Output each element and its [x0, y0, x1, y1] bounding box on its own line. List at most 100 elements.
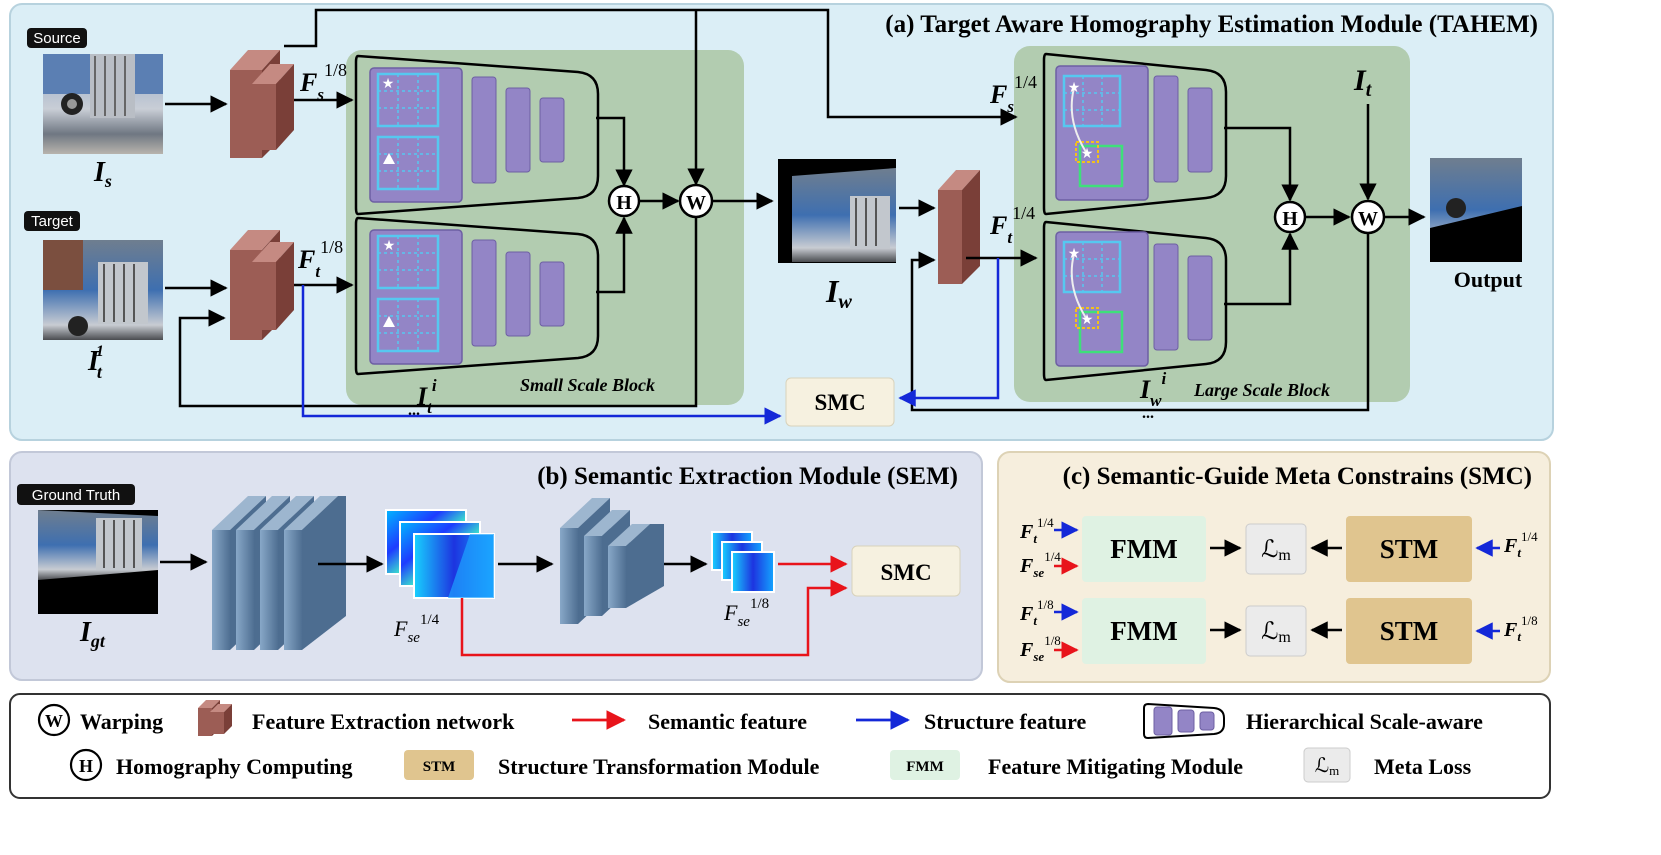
triangle-marker-icon — [383, 153, 395, 164]
fmm-box-1 — [1082, 516, 1206, 582]
legend-meta-loss-box — [1303, 747, 1351, 783]
legend-semantic-feature: Semantic feature — [648, 709, 807, 734]
smc-box-tahem-label: SMC — [814, 390, 865, 415]
legend-meta-loss: Meta Loss — [1374, 754, 1472, 779]
dots-large: ... — [1142, 405, 1154, 422]
legend-hierarchical: Hierarchical Scale-aware — [1246, 709, 1483, 734]
ft14-label: Ft1/4 — [989, 203, 1035, 247]
igt-label: Igt — [79, 617, 106, 651]
large-block-label: Large Scale Block — [1193, 380, 1330, 400]
meta-loss-box-2-label: ℒm — [1261, 619, 1291, 646]
warping-node-large — [1350, 199, 1386, 235]
fse18-heatmaps — [711, 531, 775, 593]
smc-ft14-stm: Ft1/4 — [1503, 529, 1538, 560]
legend-stm-badge-label: STM — [423, 759, 456, 775]
sem-encoder-stack — [212, 496, 346, 650]
legend-warping-symbol: W — [45, 711, 63, 731]
gt-tag-bg — [17, 484, 135, 505]
fse18-label: Fse1/8 — [723, 596, 769, 630]
homography-node-large-label: H — [1282, 208, 1298, 230]
feature-extractor-source — [230, 50, 294, 158]
output-label: Output — [1454, 267, 1523, 292]
iti-label: Iti — [416, 376, 437, 417]
star-marker-icon: ★ — [1081, 145, 1094, 161]
fs14-label: Fs1/4 — [989, 72, 1037, 116]
small-pyramid-bottom: ★ — [354, 216, 600, 376]
source-tag-bg — [27, 28, 87, 48]
fmm-box-1-label: FMM — [1110, 534, 1177, 564]
source-image — [43, 54, 163, 154]
homography-node — [607, 184, 641, 218]
smc-fse14-in: Fse1/4 — [1019, 549, 1061, 580]
smc-ft18-in: Ft1/8 — [1019, 597, 1054, 628]
target-image — [43, 240, 163, 340]
warped-image — [778, 159, 896, 263]
legend-fmm-badge-label: FMM — [906, 759, 943, 775]
smc-ft18-stm: Ft1/8 — [1503, 613, 1538, 644]
homography-node-large — [1273, 200, 1307, 234]
ft18-label: Ft1/8 — [297, 237, 343, 281]
fmm-box-2 — [1082, 598, 1206, 664]
stm-box-2 — [1346, 598, 1472, 664]
fse14-label: Fse1/4 — [393, 612, 440, 646]
meta-loss-box-1 — [1245, 523, 1307, 575]
legend-homography: Homography Computing — [116, 754, 353, 779]
homography-node-label: H — [616, 192, 632, 214]
star-marker-icon: ★ — [383, 237, 396, 253]
smc-box-sem — [851, 545, 961, 597]
iwi-label: Iwi — [1139, 369, 1166, 410]
stm-box-1 — [1346, 516, 1472, 582]
legend-homography-symbol: H — [79, 756, 93, 776]
smc-fse18-in: Fse1/8 — [1019, 633, 1061, 664]
legend-warping-icon — [37, 703, 71, 737]
star-marker-icon: ★ — [1068, 79, 1081, 95]
ground-truth-image — [38, 510, 158, 614]
warping-node-large-label: W — [1358, 208, 1378, 230]
large-pyramid-bottom: ★ ★ — [1042, 220, 1228, 382]
smc-box-sem-label: SMC — [880, 560, 931, 585]
star-marker-icon: ★ — [1068, 245, 1081, 261]
sem-conv-stack-2 — [560, 498, 664, 624]
source-tag: Source — [33, 30, 81, 47]
stm-box-1-label: STM — [1380, 534, 1439, 564]
fs18-label: Fs1/8 — [299, 60, 347, 104]
legend-meta-loss-symbol: ℒm — [1315, 755, 1340, 778]
tahem-title: (a) Target Aware Homography Estimation M… — [885, 11, 1538, 38]
target-tag: Target — [31, 213, 74, 230]
smc-ft14-in: Ft1/4 — [1019, 515, 1054, 546]
fmm-box-2-label: FMM — [1110, 616, 1177, 646]
feature-extractor-target — [230, 230, 294, 340]
fse14-heatmaps — [385, 509, 495, 599]
star-marker-icon: ★ — [1081, 311, 1094, 327]
it1-label: It1 — [87, 343, 104, 382]
smc-title: (c) Semantic-Guide Meta Constrains (SMC) — [1063, 463, 1532, 490]
feature-extractor-warped — [938, 170, 980, 284]
target-tag-bg — [24, 211, 80, 231]
legend-hierarchical-icon — [1143, 702, 1225, 740]
legend-fmm-badge — [890, 750, 960, 780]
smc-box-tahem — [785, 377, 895, 427]
triangle-marker-icon — [383, 316, 395, 327]
is-label: Is — [93, 157, 112, 191]
meta-loss-box-2 — [1245, 605, 1307, 657]
legend-feature-extraction-icon — [198, 700, 232, 736]
legend-stm-text: Structure Transformation Module — [498, 754, 820, 779]
it-label: It — [1353, 64, 1373, 101]
sem-title: (b) Semantic Extraction Module (SEM) — [537, 463, 958, 490]
gt-tag: Ground Truth — [32, 487, 120, 504]
large-pyramid-top: ★ ★ — [1042, 52, 1228, 216]
legend-fmm-text: Feature Mitigating Module — [988, 754, 1243, 779]
warping-node-label: W — [686, 192, 706, 214]
legend-homography-icon — [69, 748, 103, 782]
small-block-label: Small Scale Block — [520, 375, 655, 395]
star-marker-icon: ★ — [382, 75, 395, 91]
iw-label: Iw — [825, 273, 852, 313]
legend-structure-feature: Structure feature — [924, 709, 1087, 734]
legend-stm-badge — [404, 750, 474, 780]
small-pyramid-top: ★ — [354, 54, 600, 216]
output-image — [1430, 158, 1522, 262]
meta-loss-box-1-label: ℒm — [1261, 537, 1291, 564]
legend-warping: Warping — [80, 709, 163, 734]
stm-box-2-label: STM — [1380, 616, 1439, 646]
